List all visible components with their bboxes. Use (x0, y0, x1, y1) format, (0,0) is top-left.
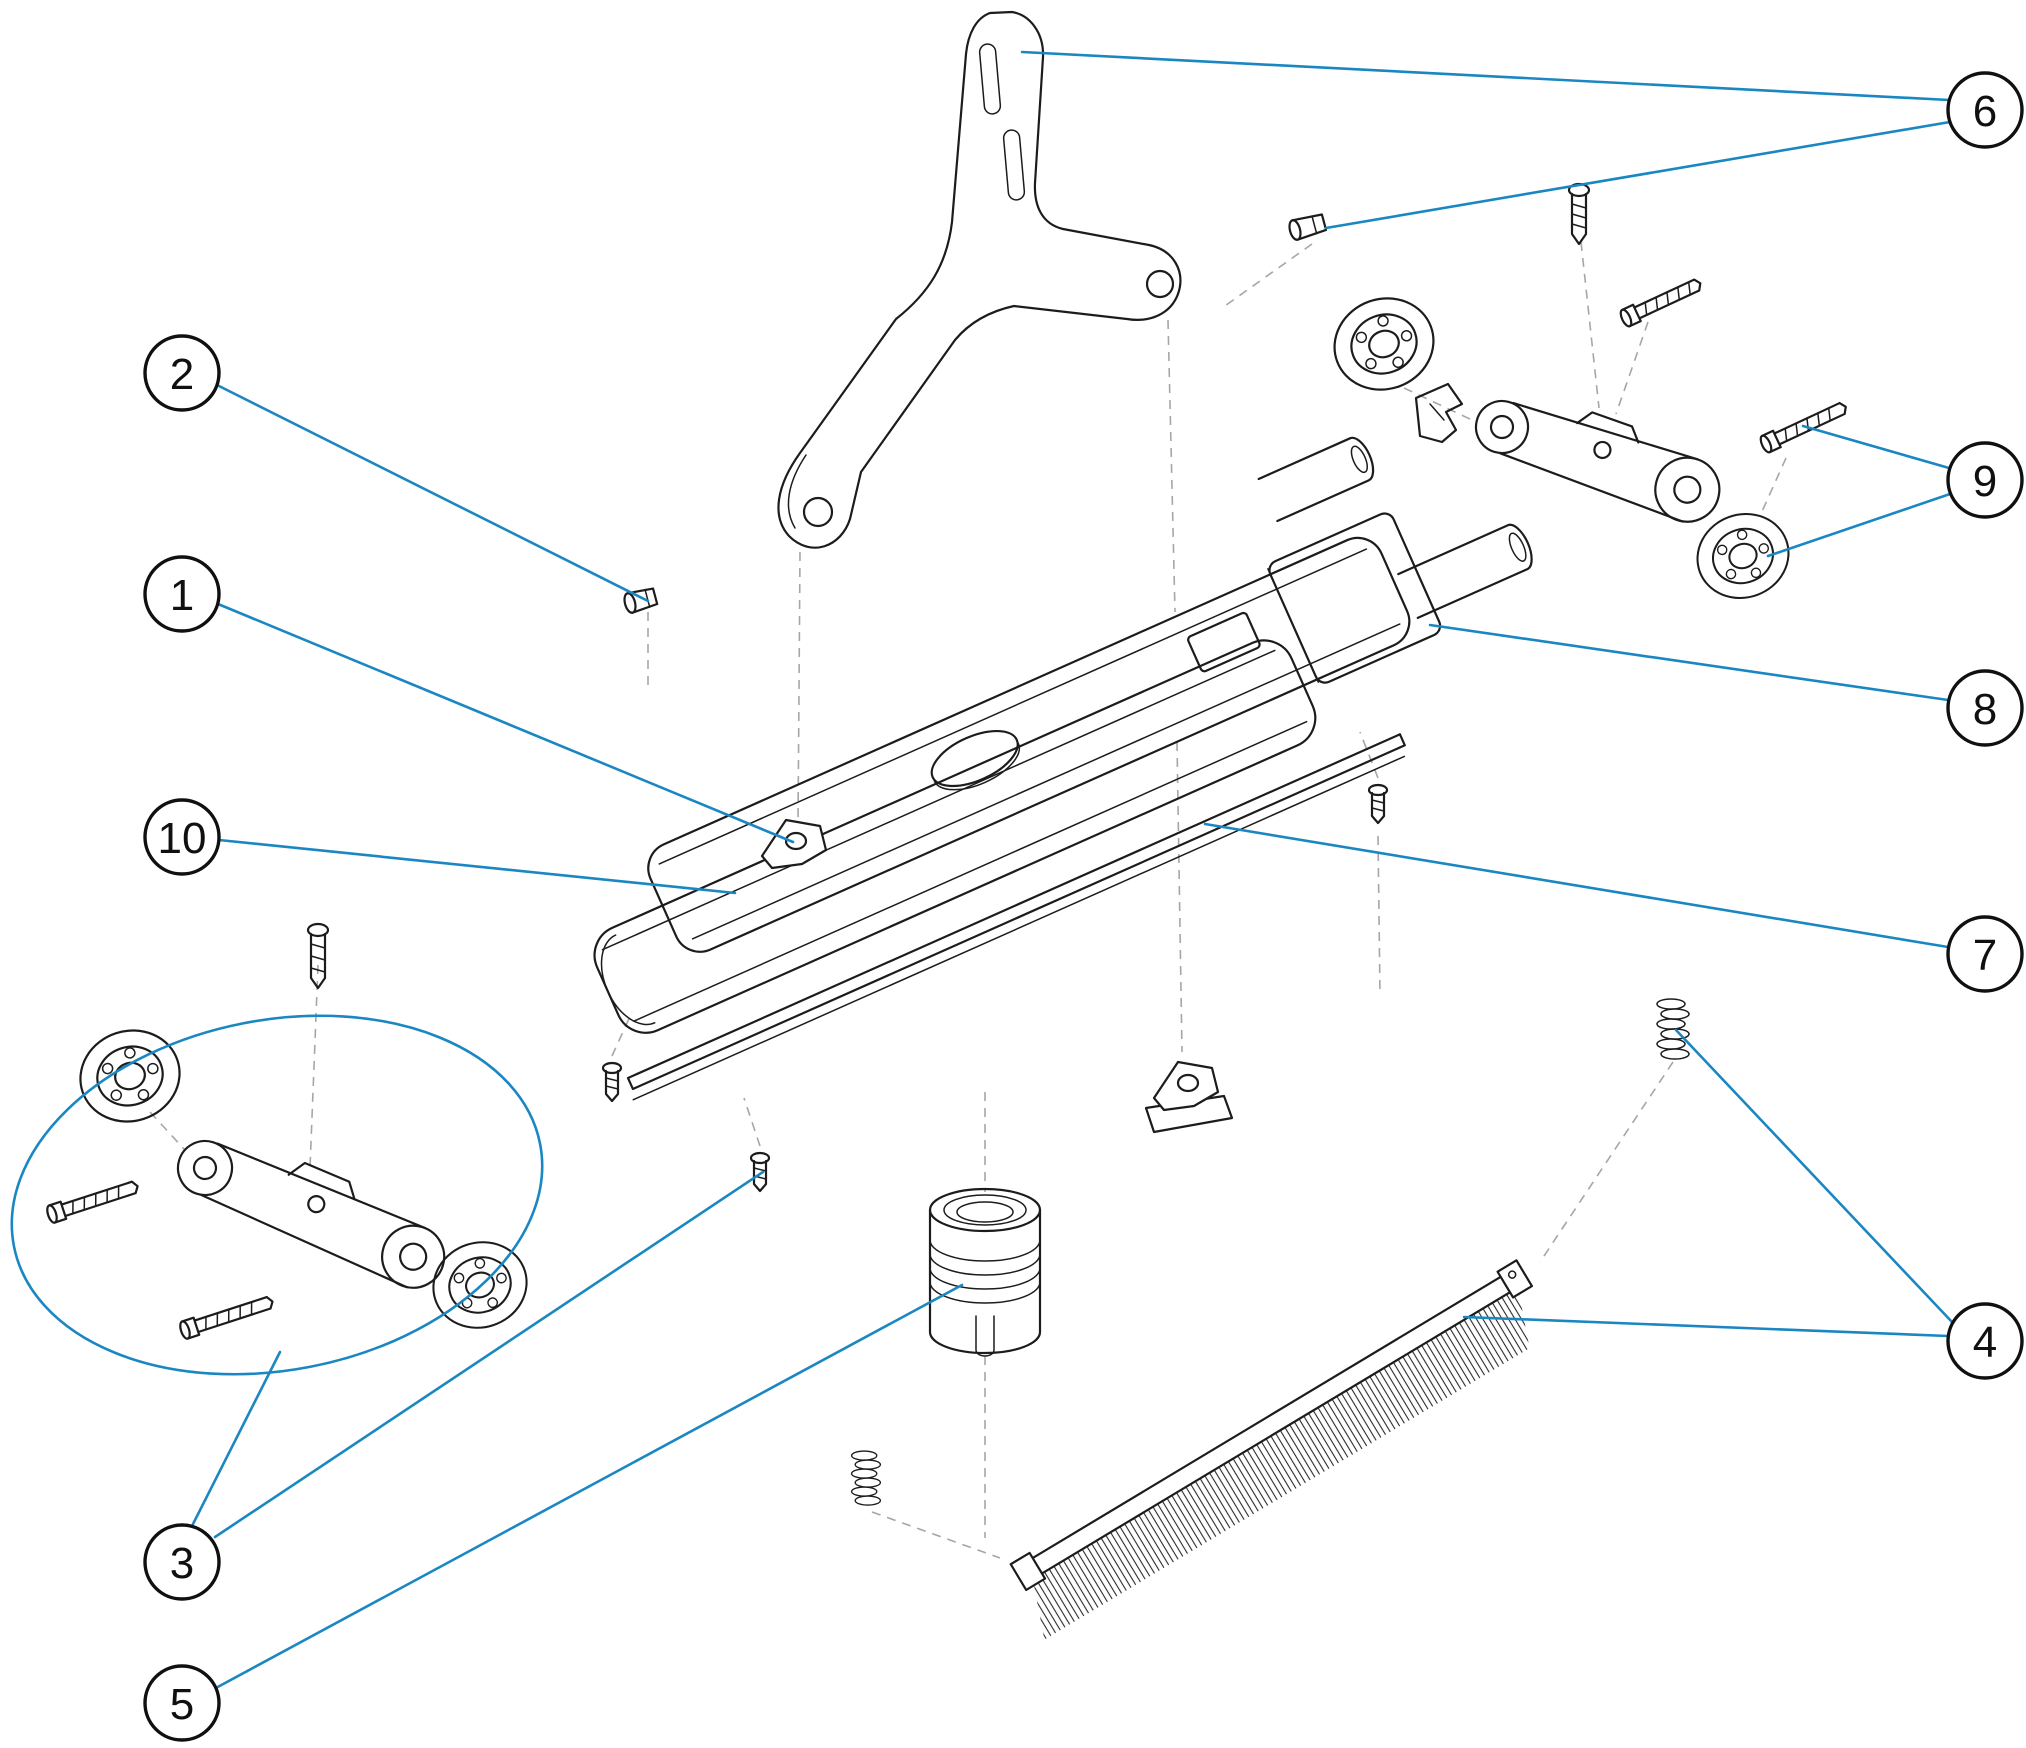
suction-tube-right (1397, 523, 1533, 620)
wheel-bearing-top (1333, 297, 1435, 391)
bolt-rocker (1619, 278, 1702, 328)
detail-callout-ellipse (10, 1014, 544, 1376)
hose-connector (928, 1187, 1042, 1357)
bolt-axle (1759, 401, 1847, 454)
wheel-bearing-detail-upper (79, 1029, 181, 1123)
body-top-shell (647, 512, 1442, 953)
leader-lines (190, 50, 1954, 1691)
screw-top-right (1567, 182, 1591, 246)
latch-mount-exploded (1144, 1060, 1234, 1134)
spring-right (1656, 998, 1690, 1060)
wheel-bearing-detail-lower (432, 1241, 528, 1329)
callout-2-number: 2 (170, 350, 194, 399)
screw-wheel-mount (306, 922, 330, 990)
squeegee-strip (626, 733, 1406, 1101)
bolt-detail-upper (46, 1180, 139, 1224)
callout-9: 9 (1946, 441, 2024, 519)
latch-hook (1414, 382, 1464, 444)
callout-9-number: 9 (1973, 457, 1997, 506)
callout-7: 7 (1946, 915, 2024, 993)
screw-small-mid (749, 1151, 771, 1193)
brush (1009, 1259, 1534, 1640)
callout-1: 1 (143, 555, 221, 633)
spring-left (850, 1450, 882, 1506)
suction-tube-left (1257, 436, 1375, 523)
callout-3-number: 3 (170, 1539, 194, 1588)
handle-pin (1288, 213, 1328, 241)
callout-5-number: 5 (170, 1680, 194, 1729)
pin-fastener (623, 587, 659, 614)
callout-4: 4 (1946, 1302, 2024, 1380)
callout-2: 2 (143, 334, 221, 412)
rocker-arm (1474, 399, 1721, 523)
body-lower-shell (593, 639, 1317, 1034)
callout-6-number: 6 (1973, 87, 1997, 136)
callout-8: 8 (1946, 669, 2024, 747)
handle-bracket (777, 10, 1182, 549)
callout-3: 3 (143, 1523, 221, 1601)
callout-1-number: 1 (170, 571, 194, 620)
bolt-detail-lower (179, 1296, 274, 1340)
rocker-arm-detail (176, 1139, 446, 1289)
callout-5: 5 (143, 1664, 221, 1742)
wheel-bearing-right (1696, 513, 1790, 599)
callout-6: 6 (1946, 71, 2024, 149)
callout-10: 10 (143, 798, 221, 876)
construction-lines (149, 241, 1787, 1559)
callout-7-number: 7 (1973, 931, 1997, 980)
latch-mount (760, 818, 828, 870)
callout-10-number: 10 (158, 814, 207, 863)
callout-4-number: 4 (1973, 1318, 1997, 1367)
callout-8-number: 8 (1973, 685, 1997, 734)
screw-small-right (1367, 783, 1389, 825)
screw-small-left (601, 1061, 623, 1103)
